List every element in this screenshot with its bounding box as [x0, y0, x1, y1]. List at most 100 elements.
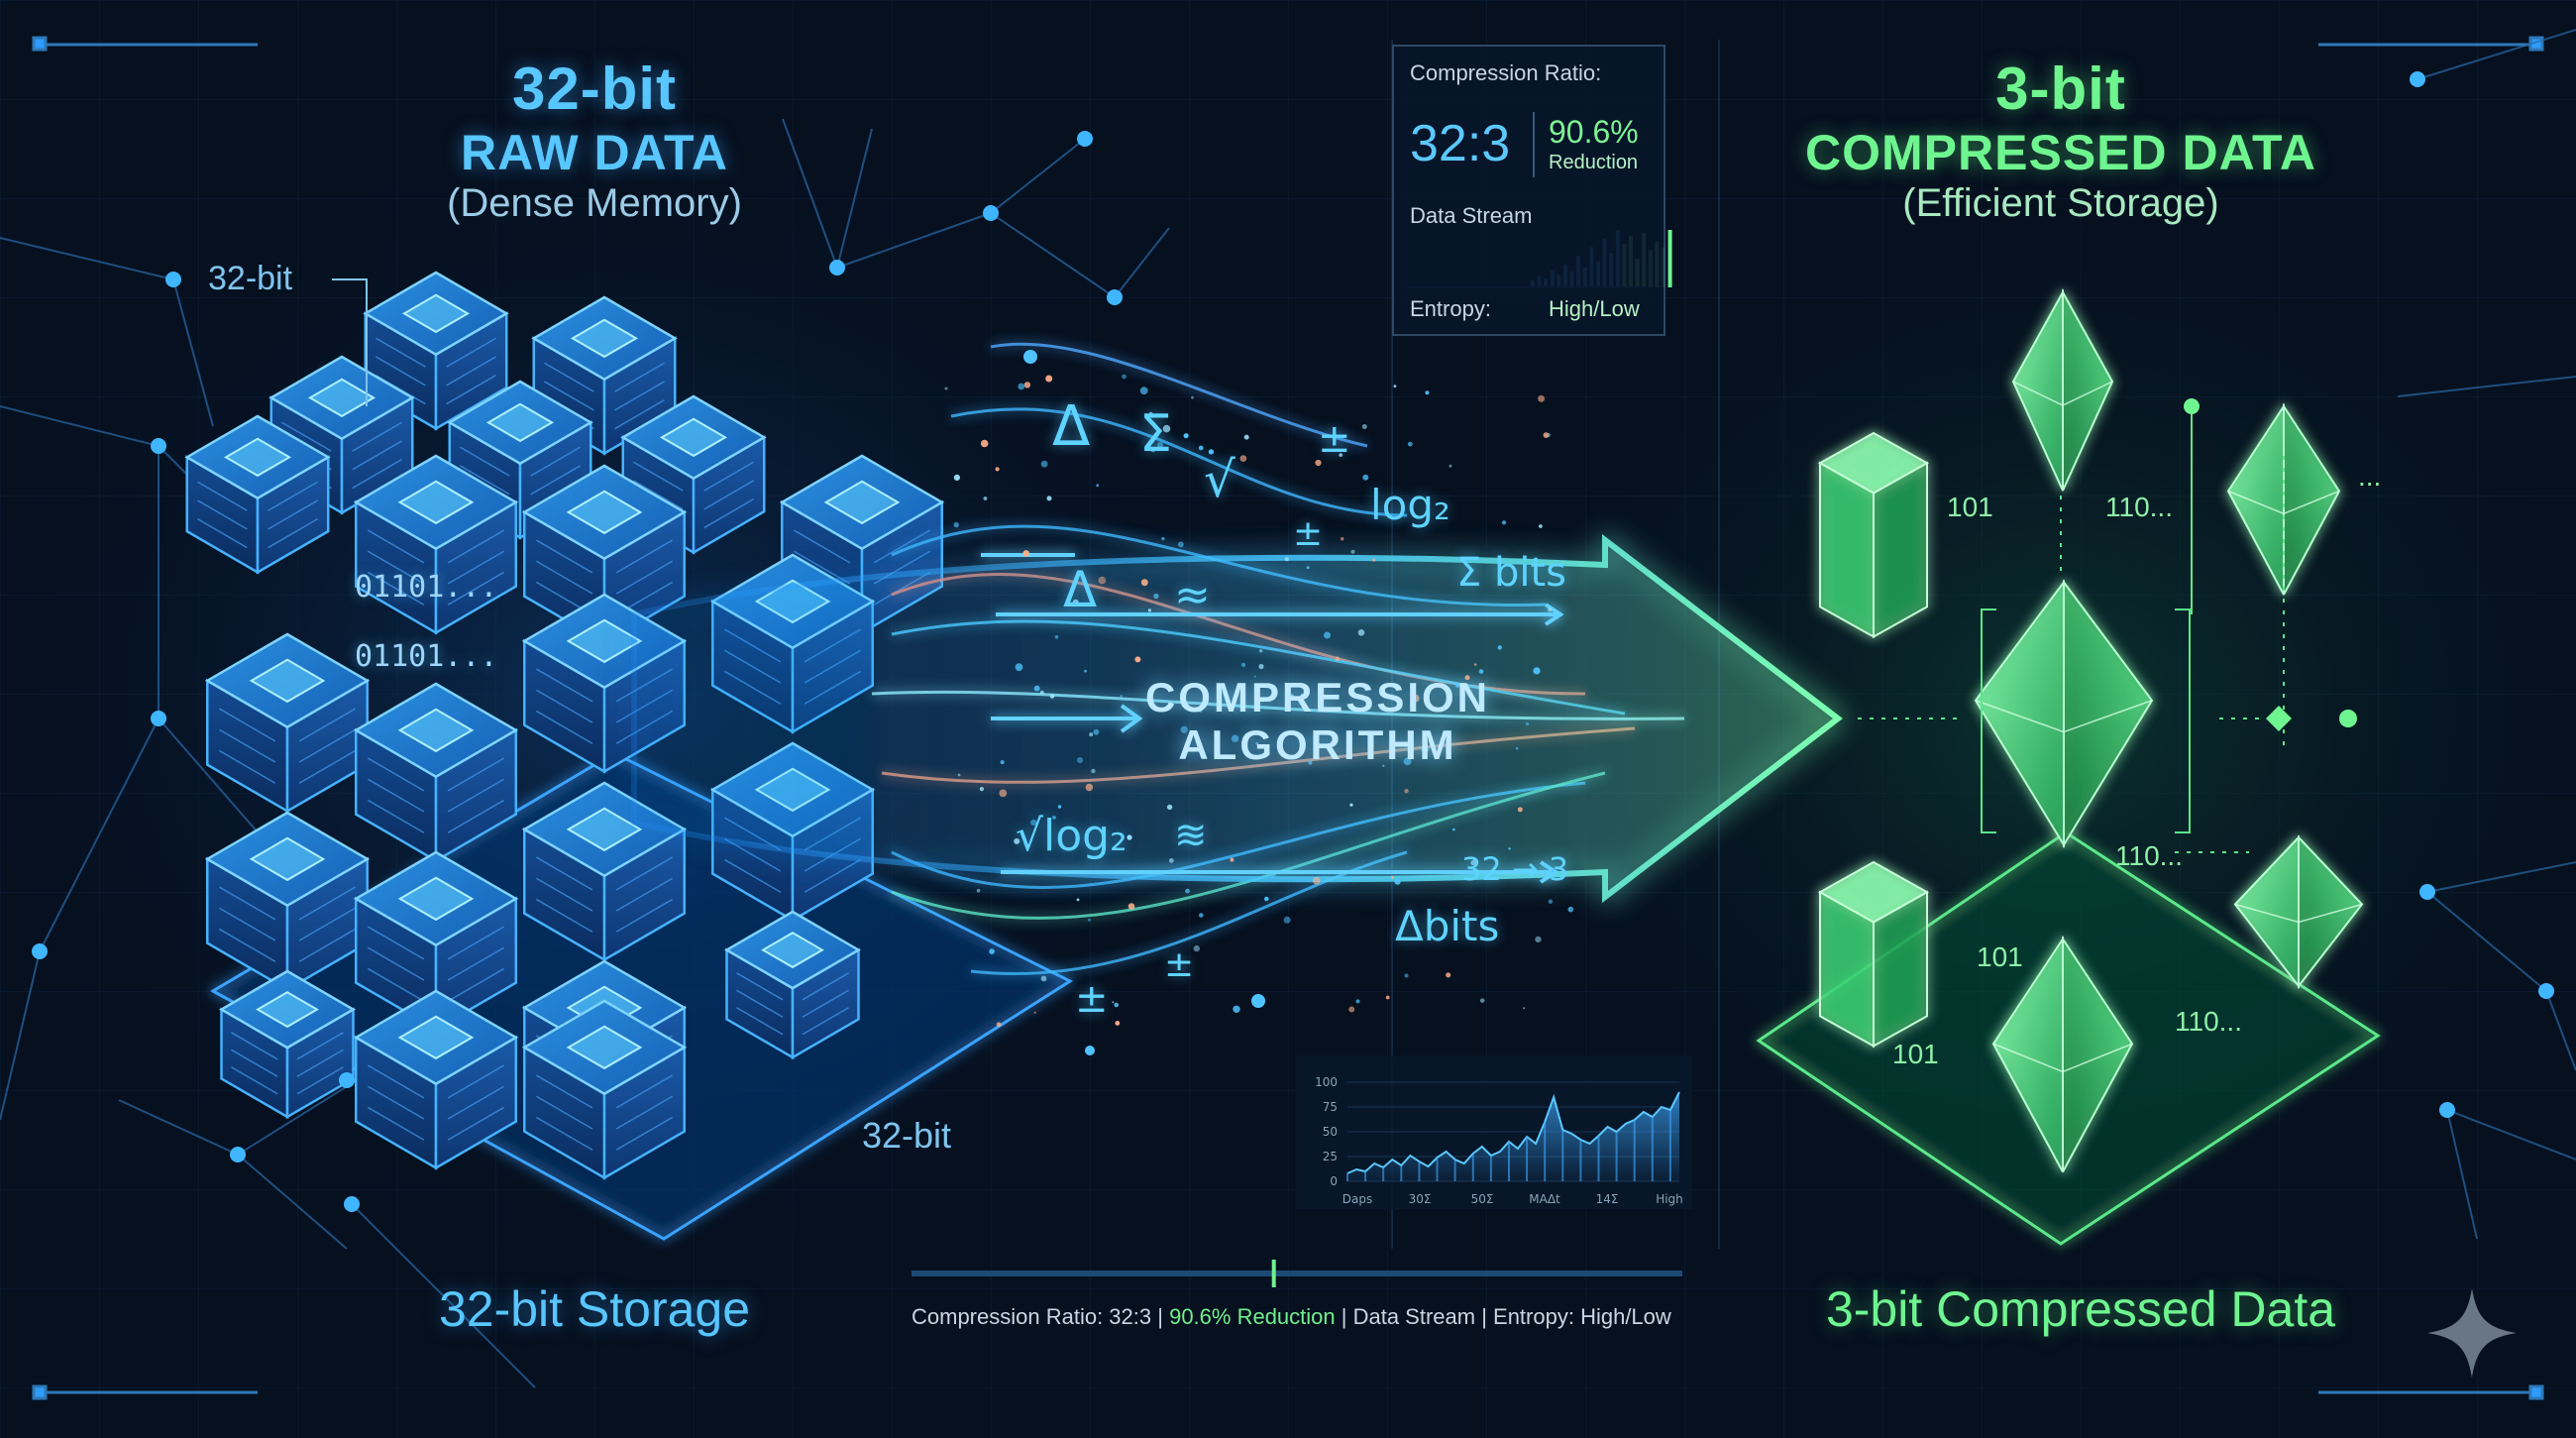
network-node	[151, 438, 166, 454]
cube-circuit	[703, 498, 754, 529]
prism-left	[1819, 461, 1875, 639]
cube-binary-2: 01101...	[355, 639, 498, 674]
particle	[1091, 768, 1096, 774]
left-footer: 32-bit Storage	[438, 1281, 751, 1337]
gem-label-110-a: 110...	[2105, 492, 2173, 522]
cube-circuit	[535, 1116, 593, 1151]
particle	[1454, 682, 1460, 688]
particle-node	[1023, 350, 1037, 364]
particle	[1098, 576, 1107, 585]
particle	[1030, 819, 1037, 827]
particle	[1372, 558, 1376, 562]
particle	[1306, 566, 1310, 570]
particle	[1567, 906, 1574, 913]
cube-circuit	[633, 480, 684, 510]
cube-chip	[307, 378, 376, 418]
network-node	[339, 1072, 355, 1088]
network-link	[2446, 1109, 2576, 1161]
cube-circuit	[231, 1032, 278, 1060]
particle	[1264, 896, 1269, 902]
cube-circuit	[268, 499, 318, 530]
network-node	[32, 943, 48, 959]
cube-circuit	[736, 1007, 784, 1036]
cube-chip	[761, 932, 824, 969]
chart-area	[1347, 1092, 1679, 1181]
prism-right	[1873, 461, 1928, 639]
gem-label-101-c: 101	[1892, 1039, 1939, 1069]
cube-circuit	[376, 337, 426, 368]
network-node	[2538, 983, 2554, 999]
particle	[1535, 936, 1542, 943]
cube-circuit	[535, 1074, 593, 1109]
particle	[1508, 847, 1511, 850]
particle	[1339, 453, 1343, 457]
particle	[1162, 424, 1171, 433]
network-node	[2419, 884, 2435, 900]
particle	[1501, 520, 1507, 525]
symbol-approx-2: ≋	[1174, 813, 1208, 858]
cube-circuit	[535, 710, 593, 744]
right-subtitle: (Efficient Storage)	[1902, 181, 2219, 225]
data-cube	[363, 271, 509, 431]
particle	[1470, 859, 1476, 866]
symbol-sigma-1: Σ	[1139, 404, 1172, 464]
particle	[957, 773, 961, 777]
cube-circuit	[367, 799, 425, 833]
particle	[1271, 873, 1276, 879]
particle	[976, 888, 981, 893]
particle	[1240, 662, 1246, 668]
cube-circuit	[298, 749, 357, 784]
particle	[1308, 760, 1313, 765]
particle	[1446, 972, 1451, 978]
entropy-value: High/Low	[1549, 296, 1640, 321]
data-cube	[353, 989, 519, 1170]
cube-circuit	[367, 571, 425, 606]
particle	[1548, 608, 1553, 612]
gem-face-right	[2283, 402, 2341, 596]
cube-circuit	[268, 517, 318, 549]
particle	[1180, 725, 1188, 733]
particle	[1324, 631, 1331, 639]
gem-label-101-b: 101	[1977, 941, 2023, 972]
gem-node-right	[2339, 710, 2357, 727]
cube-circuit	[367, 550, 425, 585]
particle	[1290, 694, 1294, 698]
cube-circuit	[544, 362, 594, 392]
cube-circuit	[802, 972, 849, 1001]
particle	[953, 521, 959, 528]
cube-circuit	[367, 757, 425, 792]
stream-bar	[1667, 230, 1672, 287]
particle	[1421, 745, 1429, 753]
cube-circuit	[723, 858, 782, 893]
network-link	[118, 1099, 239, 1156]
gem-edge	[1975, 700, 2153, 733]
particle	[1045, 375, 1053, 383]
cube-chip	[566, 1025, 643, 1070]
gem-face-right	[2063, 579, 2154, 849]
gem-cluster	[1817, 288, 2364, 1172]
chart-xtick-label: 30Σ	[1409, 1192, 1432, 1206]
data-cube	[268, 355, 415, 515]
chart-ytick-label: 100	[1315, 1075, 1338, 1089]
data-cube	[204, 811, 371, 992]
gem-label-ellipsis: ...	[2358, 461, 2382, 492]
cube-circuit	[447, 529, 505, 564]
symbol-pm-1: ±	[1318, 416, 1351, 462]
particle	[1072, 599, 1079, 607]
network-node	[230, 1147, 246, 1162]
stream-curve	[950, 407, 1408, 517]
particle	[1341, 537, 1344, 541]
particle	[1538, 394, 1546, 402]
particle	[1134, 656, 1141, 663]
algorithm-line-1: COMPRESSION	[1144, 674, 1491, 720]
cube-chip	[397, 480, 475, 525]
particle	[1243, 434, 1249, 440]
particle	[1089, 732, 1094, 737]
cube-stack	[184, 271, 945, 1180]
gem-edge	[2234, 903, 2363, 924]
data-cube	[204, 632, 371, 814]
cube-circuit	[446, 337, 496, 368]
particle	[1000, 760, 1005, 765]
cube-circuit	[615, 898, 674, 933]
